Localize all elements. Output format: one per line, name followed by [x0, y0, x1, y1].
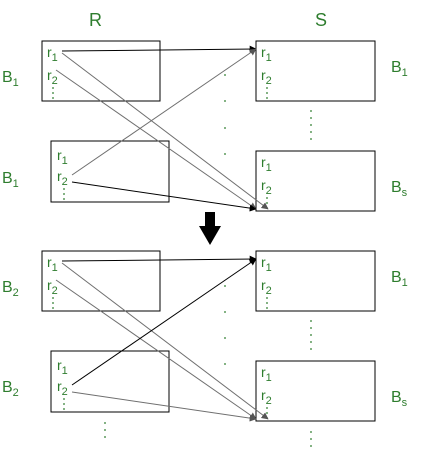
connector-arrow — [71, 48, 257, 176]
r-block-bottom-2 — [50, 350, 170, 413]
record-r1: r1 — [47, 44, 58, 64]
dotted-column — [310, 110, 312, 140]
s-block-bottom-1 — [255, 250, 376, 312]
connector-arrow — [71, 258, 257, 386]
s-block-bottom-2 — [255, 360, 376, 422]
block-label-right-bottom-1: B1 — [391, 269, 408, 289]
block-label-right-top-2: Bs — [391, 179, 408, 199]
ellipsis-dots — [63, 398, 65, 410]
connector-arrow — [61, 262, 269, 420]
record-r1: r1 — [47, 254, 58, 274]
record-r2: r2 — [47, 277, 58, 297]
record-r2: r2 — [261, 277, 272, 297]
record-r1: r1 — [261, 154, 272, 174]
header-s: S — [315, 10, 327, 30]
dotted-column — [310, 320, 312, 350]
dotted-column — [224, 285, 226, 365]
record-r1: r1 — [261, 254, 272, 274]
s-block-top-1 — [255, 40, 376, 102]
connector-arrow — [55, 279, 257, 420]
connector-arrow — [55, 69, 257, 210]
record-r1: r1 — [261, 364, 272, 384]
block-label-right-top-1: B1 — [391, 59, 408, 79]
ellipsis-dots — [52, 297, 54, 309]
record-r2: r2 — [261, 387, 272, 407]
ellipsis-dots — [266, 87, 268, 99]
block-label-left-top-1: B1 — [2, 69, 19, 89]
down-arrow-icon — [199, 212, 221, 245]
ellipsis-dots — [52, 87, 54, 99]
r-block-top-2 — [50, 140, 170, 203]
record-r1: r1 — [57, 357, 68, 377]
header-r: R — [89, 10, 102, 30]
dotted-column — [310, 431, 312, 447]
connector-arrow — [71, 181, 257, 212]
connector-arrow — [61, 255, 257, 263]
ellipsis-dots — [266, 297, 268, 309]
record-r2: r2 — [261, 177, 272, 197]
record-r2: r2 — [57, 168, 68, 188]
ellipsis-dots — [63, 188, 65, 200]
record-r1: r1 — [261, 44, 272, 64]
connector-arrow — [71, 391, 257, 422]
block-label-left-bottom-2: B2 — [2, 379, 19, 399]
s-block-top-2 — [255, 150, 376, 212]
block-label-left-top-2: B1 — [2, 170, 19, 190]
dotted-column — [104, 422, 106, 438]
record-r2: r2 — [47, 67, 58, 87]
record-r1: r1 — [57, 147, 68, 167]
record-r2: r2 — [261, 67, 272, 87]
block-label-right-bottom-2: Bs — [391, 389, 408, 409]
dotted-column — [224, 74, 226, 155]
connector-arrow — [61, 45, 257, 53]
connector-arrow — [61, 52, 269, 210]
block-label-left-bottom-1: B2 — [2, 279, 19, 299]
record-r2: r2 — [57, 378, 68, 398]
